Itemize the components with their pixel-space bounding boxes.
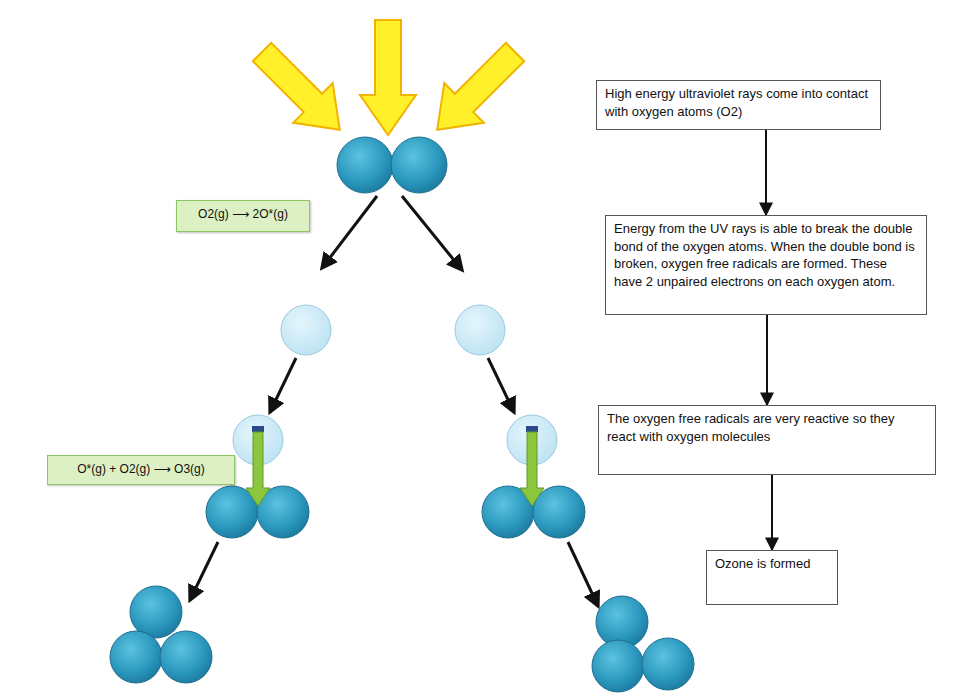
flow-arrow [766, 315, 768, 405]
process-box: High energy ultraviolet rays come into c… [596, 80, 881, 130]
reaction-arrow [190, 196, 598, 606]
equation-box: O2(g) ⟶ 2O*(g) [176, 200, 310, 232]
green-arrow [246, 426, 544, 506]
oxygen-radical [233, 305, 557, 465]
ozone-molecule [110, 586, 694, 692]
equation-text: O2(g) ⟶ 2O*(g) [187, 207, 299, 223]
equation-text: O*(g) + O2(g) ⟶ O3(g) [58, 462, 224, 478]
process-box: Ozone is formed [706, 550, 838, 605]
step-text: High energy ultraviolet rays come into c… [605, 85, 872, 120]
step-text: The oxygen free radicals are very reacti… [607, 410, 927, 445]
uv-arrow [242, 20, 535, 150]
equation-box: O*(g) + O2(g) ⟶ O3(g) [47, 455, 235, 485]
process-box: The oxygen free radicals are very reacti… [598, 405, 936, 475]
oxygen-molecule [337, 137, 447, 193]
flow-arrow [771, 475, 773, 550]
process-box: Energy from the UV rays is able to break… [605, 215, 927, 315]
step-text: Energy from the UV rays is able to break… [614, 220, 918, 290]
flow-arrow [765, 130, 767, 215]
step-text: Ozone is formed [715, 555, 829, 573]
